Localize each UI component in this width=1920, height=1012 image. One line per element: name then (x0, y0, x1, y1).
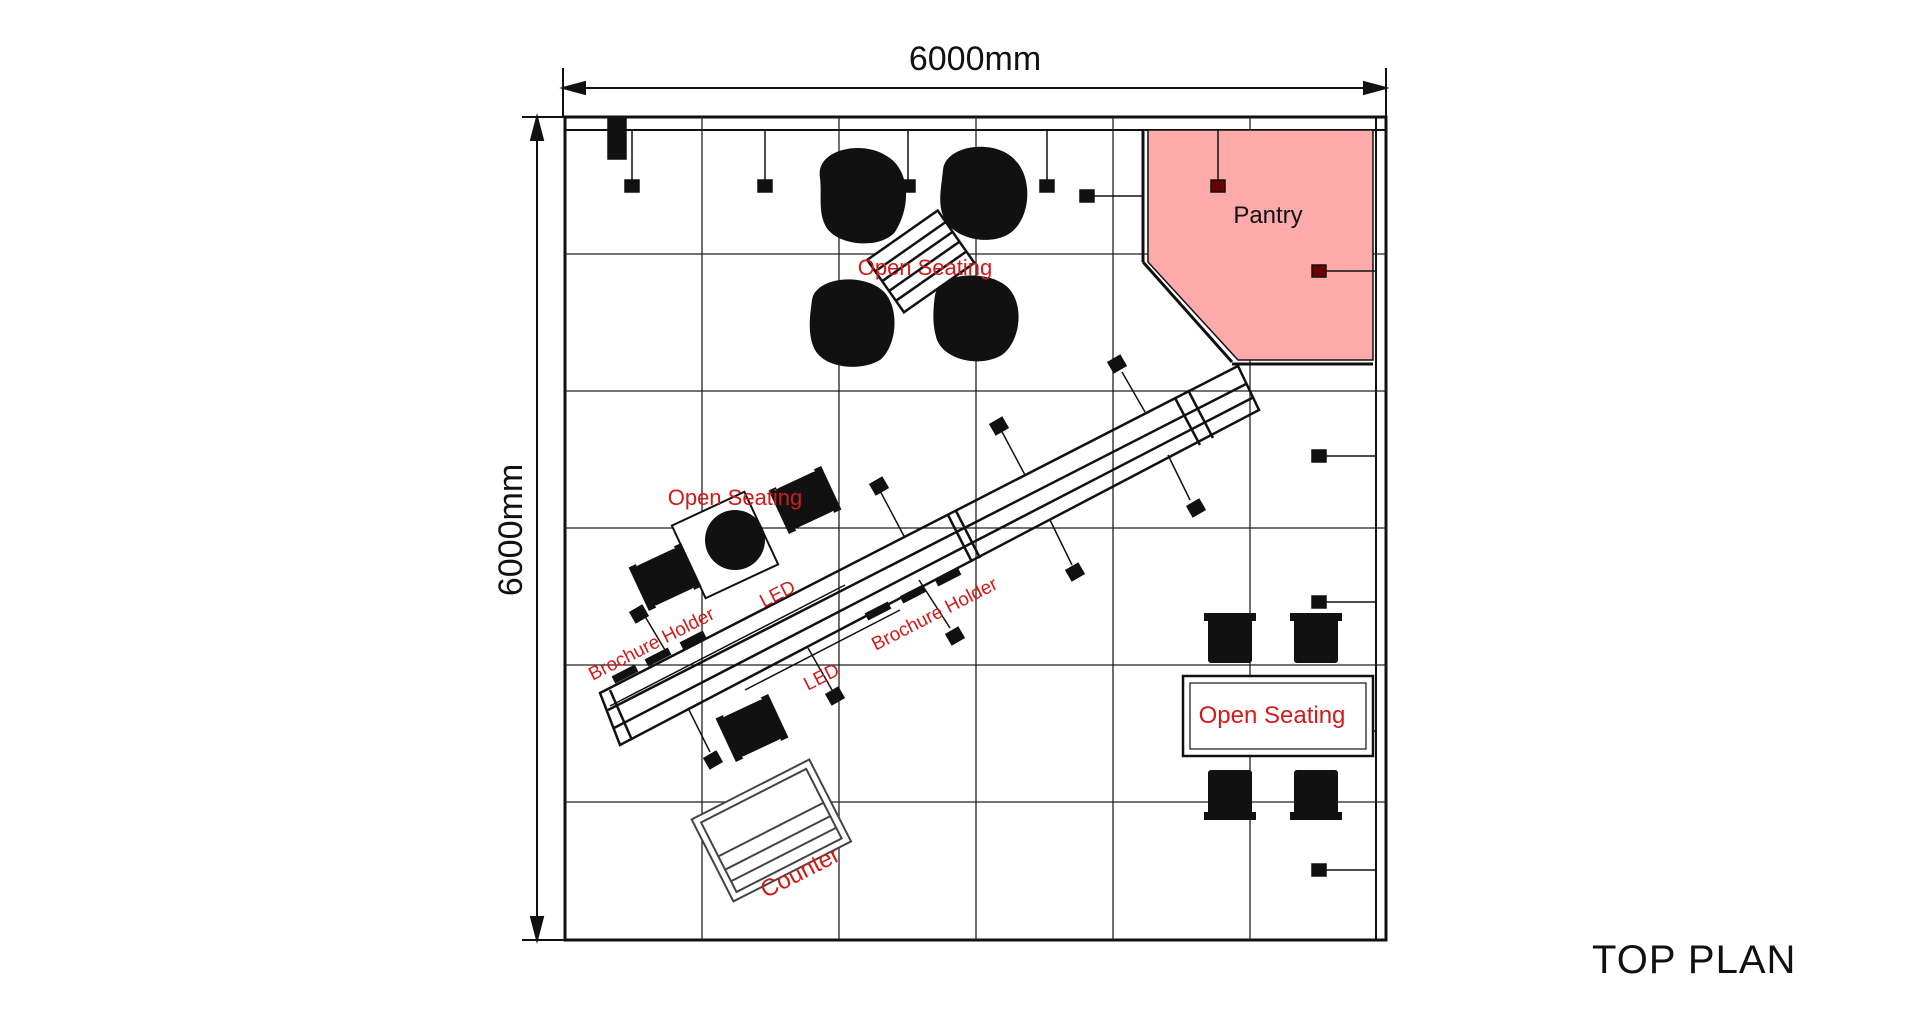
top-open-seating-label: Open Seating (858, 255, 993, 280)
led-upper-label: LED (757, 577, 799, 612)
height-dimension-label: 6000mm (492, 464, 530, 596)
top-seating-group (809, 146, 1028, 367)
diagonal-display-wall (598, 364, 1261, 747)
spotlights (607, 118, 1376, 877)
pantry-area (1141, 129, 1374, 366)
brochure-holder-slots (611, 567, 962, 684)
counter (690, 758, 853, 903)
left-seating-group (628, 465, 842, 763)
height-dimension (522, 113, 565, 944)
left-open-seating-label: Open Seating (668, 485, 803, 510)
width-dimension-label: 6000mm (909, 40, 1041, 78)
pantry-label: Pantry (1233, 202, 1302, 229)
right-open-seating-label: Open Seating (1199, 702, 1346, 729)
right-seating-group (1181, 613, 1375, 820)
brochure-holder-left-label: Brochure Holder (585, 603, 718, 685)
width-dimension (559, 68, 1390, 118)
drawing-title: TOP PLAN (1592, 938, 1797, 982)
